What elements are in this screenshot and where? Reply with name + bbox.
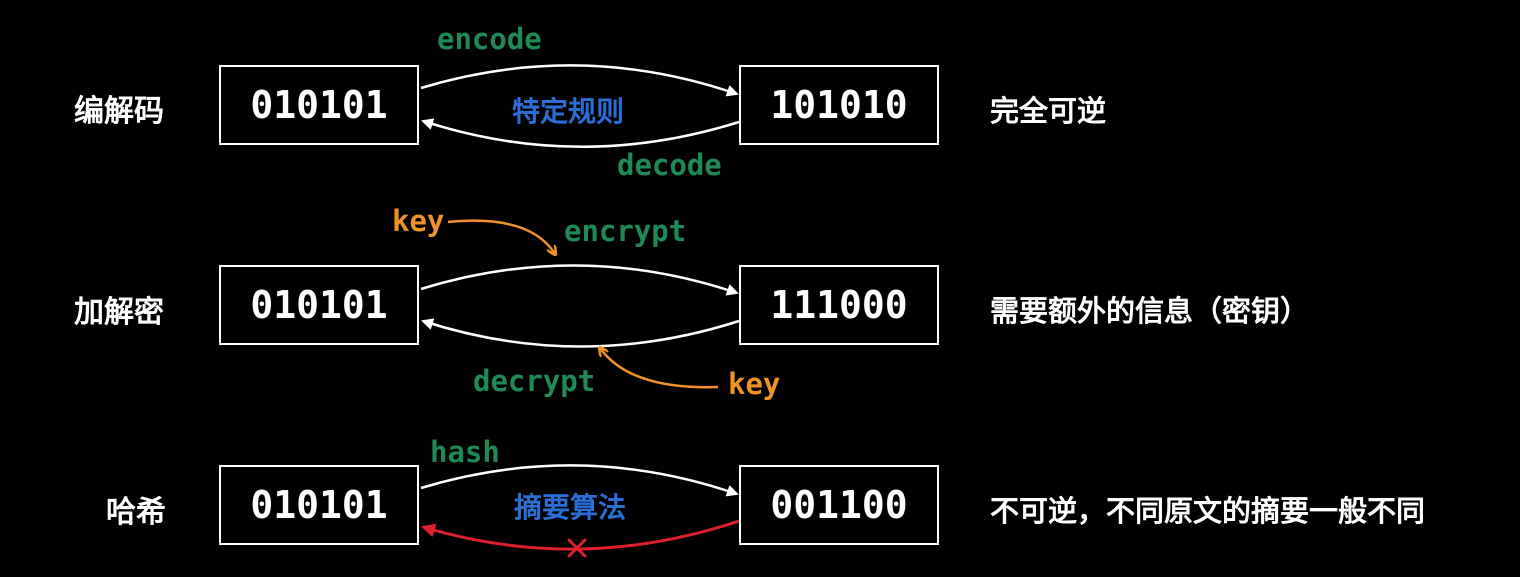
encode-label: encode	[437, 22, 542, 56]
digest-algorithm-label: 摘要算法	[514, 491, 627, 524]
key-encrypt-arrow	[447, 219, 555, 254]
input-box-hash: 010101	[219, 465, 419, 545]
hash-label: hash	[430, 435, 500, 469]
key-label-top: key	[392, 204, 445, 238]
output-box-hash: 001100	[739, 465, 939, 545]
key-label-bottom: key	[728, 367, 781, 401]
cross-icon	[567, 538, 587, 558]
row-label-codec: 编解码	[74, 94, 164, 129]
hash-arrow	[420, 464, 739, 497]
encode-arrow	[420, 64, 739, 97]
row-label-crypto: 加解密	[74, 295, 164, 330]
irreversible-arrow	[421, 519, 740, 551]
key-decrypt-arrow	[600, 348, 719, 389]
input-box-crypto: 010101	[219, 265, 419, 345]
encrypt-label: encrypt	[564, 214, 687, 248]
note-crypto: 需要额外的信息（密钥）	[990, 294, 1310, 328]
decode-arrow	[421, 118, 740, 148]
note-codec: 完全可逆	[990, 94, 1107, 128]
input-box-codec: 010101	[219, 65, 419, 145]
output-box-crypto: 111000	[739, 265, 939, 345]
output-box-codec: 101010	[739, 65, 939, 145]
row-label-hash: 哈希	[106, 495, 166, 530]
encrypt-arrow	[420, 264, 739, 296]
decrypt-arrow	[421, 318, 740, 348]
decrypt-label: decrypt	[473, 364, 596, 398]
note-hash: 不可逆，不同原文的摘要一般不同	[990, 494, 1426, 528]
rule-label: 特定规则	[512, 95, 625, 128]
decode-label: decode	[617, 148, 722, 182]
